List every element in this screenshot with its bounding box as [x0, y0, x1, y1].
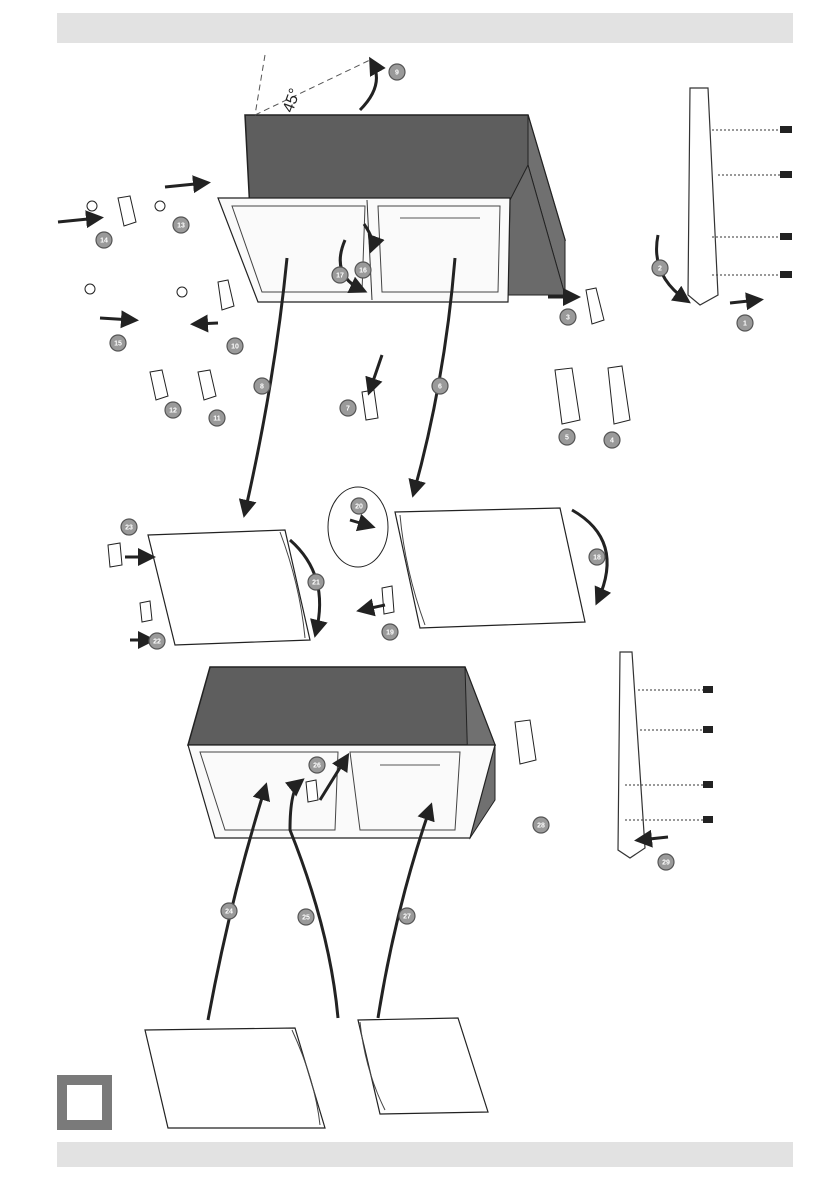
step-badge-label: 22	[153, 639, 161, 646]
step-badge-label: 3	[566, 315, 570, 322]
tilt-line	[255, 55, 265, 115]
angle-label: 45°	[280, 86, 304, 115]
step-badge-label: 6	[438, 384, 442, 391]
step-8-badge: 8	[254, 378, 270, 394]
step-11-badge: 11	[209, 410, 225, 426]
step-22-badge: 22	[149, 633, 165, 649]
tilt-line	[255, 60, 370, 115]
step-18-badge: 18	[589, 549, 605, 565]
step-5-badge: 5	[559, 429, 575, 445]
step-9-badge: 9	[389, 64, 405, 80]
step-badge-label: 8	[260, 384, 264, 391]
step-17-badge: 17	[332, 267, 348, 283]
step-badge-label: 25	[302, 915, 310, 922]
step-badge-label: 13	[177, 223, 185, 230]
step-13-badge: 13	[173, 217, 189, 233]
step-26-badge: 26	[309, 757, 325, 773]
bottom-panel-right	[618, 652, 713, 858]
step-14-badge: 14	[96, 232, 112, 248]
language-label	[67, 1085, 102, 1120]
step-badge-label: 14	[100, 238, 108, 245]
step-badge-label: 23	[125, 525, 133, 532]
step-2-badge: 2	[652, 260, 668, 276]
step-6-badge: 6	[432, 378, 448, 394]
step-badge-label: 2	[658, 266, 662, 273]
step-badge-label: 1	[743, 321, 747, 328]
step-badge-label: 24	[225, 909, 233, 916]
step-25-badge: 25	[298, 909, 314, 925]
step-27-badge: 27	[399, 908, 415, 924]
step-28-badge: 28	[533, 817, 549, 833]
step-23-badge: 23	[121, 519, 137, 535]
step-badge-label: 17	[336, 273, 344, 280]
step-badge-label: 16	[359, 268, 367, 275]
step-29-badge: 29	[658, 854, 674, 870]
step-badge-label: 26	[313, 763, 321, 770]
top-panel-right	[688, 88, 792, 305]
freezer-door-bottom	[145, 1028, 325, 1128]
step-19-badge: 19	[382, 624, 398, 640]
step-15-badge: 15	[110, 335, 126, 351]
step-badge-label: 19	[386, 630, 394, 637]
step-3-badge: 3	[560, 309, 576, 325]
step-badge-label: 9	[395, 70, 399, 77]
step-7-badge: 7	[340, 400, 356, 416]
step-badge-label: 10	[231, 344, 239, 351]
step-badge-label: 4	[610, 438, 614, 445]
step-4-badge: 4	[604, 432, 620, 448]
step-badge-label: 21	[312, 580, 320, 587]
step-1-badge: 1	[737, 315, 753, 331]
fridge-door-bottom	[358, 1018, 488, 1114]
step-badge-label: 20	[355, 504, 363, 511]
fridge-door-middle	[395, 508, 585, 628]
step-badge-label: 11	[213, 416, 221, 423]
language-box	[57, 1075, 112, 1130]
step-badge-label: 27	[403, 914, 411, 921]
freezer-door-left	[148, 530, 310, 645]
step-badge-label: 12	[169, 408, 177, 415]
step-badge-label: 7	[346, 406, 350, 413]
step-badge-label: 5	[565, 435, 569, 442]
step-badge-label: 15	[114, 341, 122, 348]
bottom-cabinet	[188, 667, 495, 838]
step-badge-label: 18	[593, 555, 601, 562]
step-24-badge: 24	[221, 903, 237, 919]
step-badge-label: 29	[662, 860, 670, 867]
step-16-badge: 16	[355, 262, 371, 278]
step-21-badge: 21	[308, 574, 324, 590]
step-20-badge: 20	[351, 498, 367, 514]
step-12-badge: 12	[165, 402, 181, 418]
step-10-badge: 10	[227, 338, 243, 354]
step-badge-label: 28	[537, 823, 545, 830]
top-cabinet	[218, 115, 565, 302]
